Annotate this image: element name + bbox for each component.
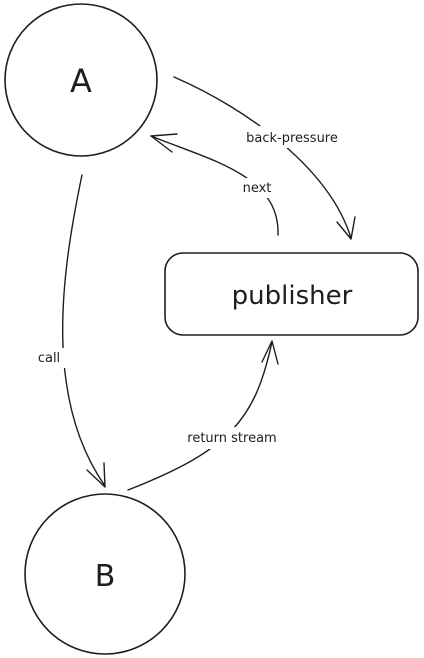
node-publisher-box [164,252,419,336]
node-publisher-label: publisher [232,281,353,311]
edge-back-pressure[interactable]: back-pressure [173,76,356,240]
edge-call-label: call [38,351,60,366]
node-b[interactable]: B [24,493,186,655]
edge-back-pressure-label: back-pressure [246,131,338,146]
edge-next-label: next [243,181,272,196]
node-b-circle [24,493,186,655]
node-publisher[interactable]: publisher [164,252,419,336]
edge-back-pressure-arrowhead [336,216,356,240]
node-b-label: B [95,559,116,594]
edge-return-stream-label: return stream [187,431,276,446]
edge-call[interactable]: call [32,174,106,488]
edge-return-stream[interactable]: return stream [127,340,290,491]
node-a[interactable]: A [4,3,158,157]
edge-return-stream-label-bg [174,427,290,449]
edge-call-arrowhead [86,462,106,488]
edge-next-arrowhead [150,133,178,153]
edge-return-stream-arrowhead [261,340,279,365]
edge-back-pressure-label-bg [234,126,350,148]
edge-call-label-bg [32,348,66,368]
edge-next[interactable]: next [150,133,279,236]
edge-next-label-bg [236,178,278,198]
edge-next-line [150,135,279,236]
edge-return-stream-line [127,341,273,491]
node-a-circle [4,3,158,157]
edge-back-pressure-line [173,76,352,239]
edge-call-line [61,174,106,487]
node-a-label: A [70,62,92,100]
